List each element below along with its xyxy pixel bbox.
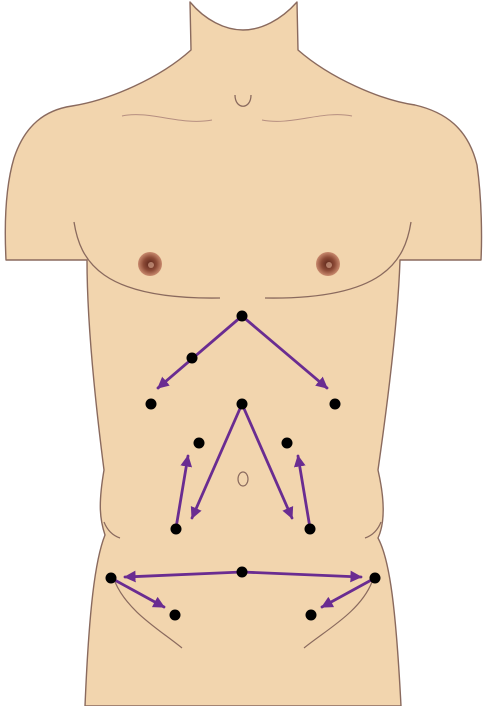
inguinal-right [303, 581, 373, 649]
point-right-iliac [369, 572, 381, 584]
inguinal-left [114, 581, 183, 649]
arrow-suprapubic-to-left [123, 570, 244, 583]
torso-body [4, 1, 483, 706]
arrow-epigastric-to-right [240, 314, 329, 390]
point-left-iliac [105, 572, 117, 584]
point-right-upper [329, 398, 341, 410]
point-left-mid [193, 437, 205, 449]
arrow-left-iliac-down [109, 576, 166, 609]
arrow-group [109, 314, 377, 609]
point-right-mid [281, 437, 293, 449]
point-left-inguinal [169, 609, 181, 621]
nipple-right-center [326, 262, 332, 268]
point-left-subcostal-mid [186, 352, 198, 364]
waist-fold-right [364, 521, 382, 539]
arrow-umbilical-to-left [190, 402, 244, 520]
point-right-inguinal [305, 609, 317, 621]
arrow-umbilical-to-right [240, 402, 294, 520]
arrow-epigastric-to-left [156, 314, 244, 390]
point-suprapubic [236, 566, 248, 578]
waist-fold-left [103, 521, 121, 539]
arrow-suprapubic-to-right [240, 570, 363, 583]
pectoral-right [264, 221, 412, 299]
point-right-lower [304, 523, 316, 535]
clavicle-right [261, 114, 353, 122]
point-left-upper [145, 398, 157, 410]
point-left-lower [170, 523, 182, 535]
arrow-right-iliac-down [320, 576, 377, 609]
point-umbilical-upper [236, 398, 248, 410]
navel [237, 471, 249, 487]
pectoral-left [73, 221, 221, 299]
clavicle-left [121, 114, 213, 122]
arrow-right-lower-up [293, 454, 312, 530]
jugular-notch [234, 94, 252, 107]
point-group [105, 310, 381, 621]
point-epigastric [236, 310, 248, 322]
arrow-left-lower-up [174, 454, 193, 530]
nipple-left-center [148, 262, 154, 268]
